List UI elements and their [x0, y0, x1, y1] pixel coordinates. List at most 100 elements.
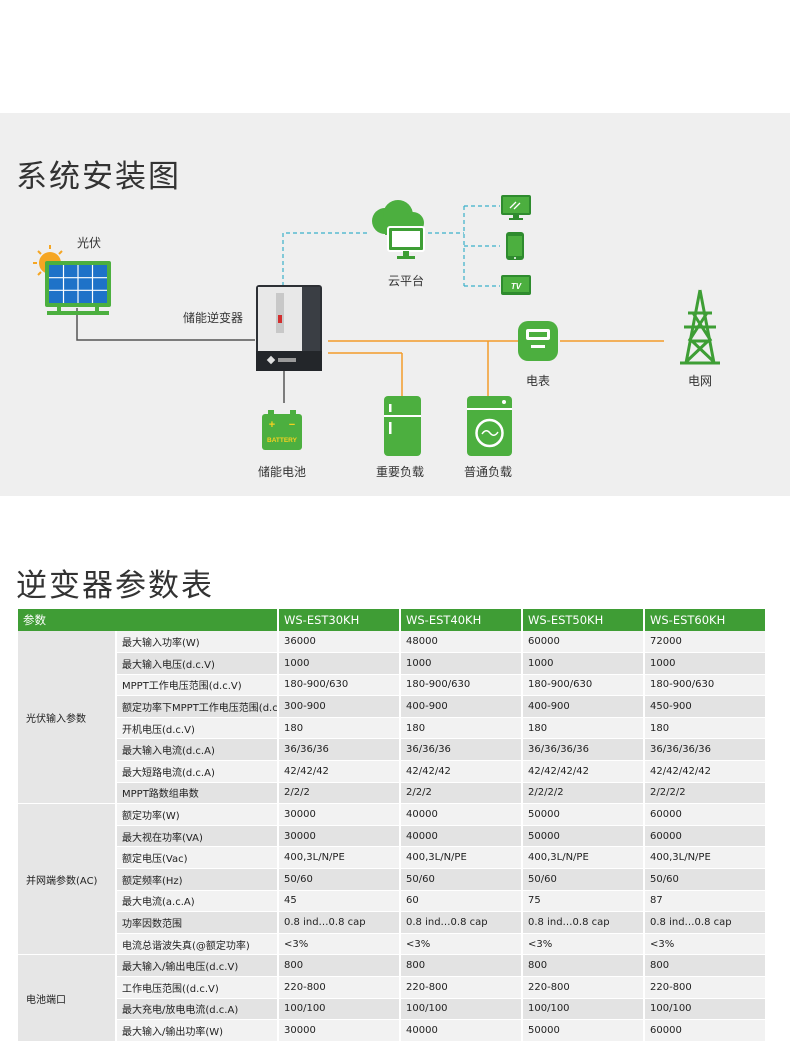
value-cell: 800	[278, 954, 401, 977]
param-cell: 最大短路电流(d.c.A)	[116, 760, 279, 783]
battery-plus-text: +	[269, 419, 275, 431]
param-cell: 电流总谐波失真(@额定功率)	[116, 933, 279, 956]
param-cell: 最大输入功率(W)	[116, 631, 279, 654]
value-cell: 30000	[278, 825, 401, 848]
inverter-to-cloud-line	[282, 232, 370, 286]
value-cell: 50/60	[400, 868, 523, 891]
value-cell: 42/42/42	[400, 760, 523, 783]
battery-icon-text: BATTERY	[267, 437, 298, 444]
value-cell: <3%	[644, 933, 767, 956]
inverter-label: 储能逆变器	[183, 311, 244, 325]
important-load-label: 重要负载	[376, 465, 425, 479]
value-cell: 60	[400, 890, 523, 913]
value-cell: 400-900	[400, 695, 523, 718]
value-cell: 75	[522, 890, 645, 913]
value-cell: 72000	[644, 631, 767, 654]
value-cell: 60000	[522, 631, 645, 654]
value-cell: 0.8 ind…0.8 cap	[278, 911, 401, 934]
param-cell: MPPT路数组串数	[116, 782, 279, 805]
value-cell: 30000	[278, 803, 401, 826]
header-model: WS-EST30KH	[278, 609, 401, 631]
value-cell: 45	[278, 890, 401, 913]
value-cell: 87	[644, 890, 767, 913]
param-cell: 最大输入电压(d.c.V)	[116, 652, 279, 675]
spec-table-wrapper: 参数 WS-EST30KH WS-EST40KH WS-EST50KH WS-E…	[18, 609, 767, 1042]
value-cell: 180-900/630	[278, 674, 401, 697]
value-cell: 40000	[400, 825, 523, 848]
refrigerator-icon	[384, 396, 421, 456]
param-cell: 最大视在功率(VA)	[116, 825, 279, 848]
value-cell: 50000	[522, 803, 645, 826]
value-cell: 180-900/630	[400, 674, 523, 697]
value-cell: <3%	[278, 933, 401, 956]
value-cell: 800	[644, 954, 767, 977]
value-cell: 450-900	[644, 695, 767, 718]
param-cell: 功率因数范围	[116, 911, 279, 934]
diagram-title: 系统安装图	[16, 159, 181, 195]
cloud-platform-icon	[372, 200, 425, 259]
meter-label: 电表	[526, 374, 551, 388]
param-cell: 开机电压(d.c.V)	[116, 717, 279, 740]
value-cell: 180	[644, 717, 767, 740]
param-cell: 最大输入电流(d.c.A)	[116, 738, 279, 762]
value-cell: 42/42/42/42	[522, 760, 645, 783]
value-cell: 50000	[522, 825, 645, 848]
value-cell: 50/60	[522, 868, 645, 891]
value-cell: 36000	[278, 631, 401, 654]
param-cell: MPPT工作电压范围(d.c.V)	[116, 674, 279, 697]
value-cell: 220-800	[278, 976, 401, 999]
value-cell: 0.8 ind…0.8 cap	[644, 911, 767, 934]
value-cell: 36/36/36/36	[644, 738, 767, 762]
value-cell: 40000	[400, 1019, 523, 1042]
grid-label: 电网	[688, 374, 713, 388]
cloud-label: 云平台	[388, 274, 425, 288]
value-cell: 400-900	[522, 695, 645, 718]
value-cell: 100/100	[522, 998, 645, 1021]
tv-icon: TV	[501, 275, 531, 295]
spec-table: 参数 WS-EST30KH WS-EST40KH WS-EST50KH WS-E…	[18, 609, 767, 1042]
value-cell: 220-800	[644, 976, 767, 999]
value-cell: 60000	[644, 825, 767, 848]
battery-icon: + − BATTERY	[262, 410, 302, 450]
system-diagram: TV + − BATTERY	[33, 195, 720, 456]
value-cell: 42/42/42	[278, 760, 401, 783]
tv-icon-text: TV	[511, 282, 522, 291]
param-cell: 额定电压(Vac)	[116, 846, 279, 870]
header-param: 参数	[18, 609, 279, 631]
value-cell: 220-800	[522, 976, 645, 999]
value-cell: 2/2/2	[278, 782, 401, 805]
group-cell: 电池端口	[18, 954, 117, 1042]
value-cell: 60000	[644, 803, 767, 826]
value-cell: 2/2/2	[400, 782, 523, 805]
value-cell: 100/100	[400, 998, 523, 1021]
battery-minus-text: −	[289, 419, 295, 431]
monitor-icon	[501, 195, 531, 220]
param-cell: 最大充电/放电电流(d.c.A)	[116, 998, 279, 1021]
value-cell: 1000	[644, 652, 767, 675]
value-cell: <3%	[400, 933, 523, 956]
value-cell: 180	[522, 717, 645, 740]
param-cell: 额定功率(W)	[116, 803, 279, 826]
param-cell: 最大输入/输出电压(d.c.V)	[116, 954, 279, 977]
value-cell: 50000	[522, 1019, 645, 1042]
value-cell: 400,3L/N/PE	[400, 846, 523, 870]
value-cell: 180-900/630	[522, 674, 645, 697]
system-diagram-section: 系统安装图	[0, 113, 790, 496]
param-cell: 最大输入/输出功率(W)	[116, 1019, 279, 1042]
table-header-row: 参数 WS-EST30KH WS-EST40KH WS-EST50KH WS-E…	[18, 609, 767, 631]
value-cell: 400,3L/N/PE	[522, 846, 645, 870]
table-title: 逆变器参数表	[16, 568, 214, 604]
solar-panel-icon	[45, 261, 111, 315]
value-cell: 42/42/42/42	[644, 760, 767, 783]
